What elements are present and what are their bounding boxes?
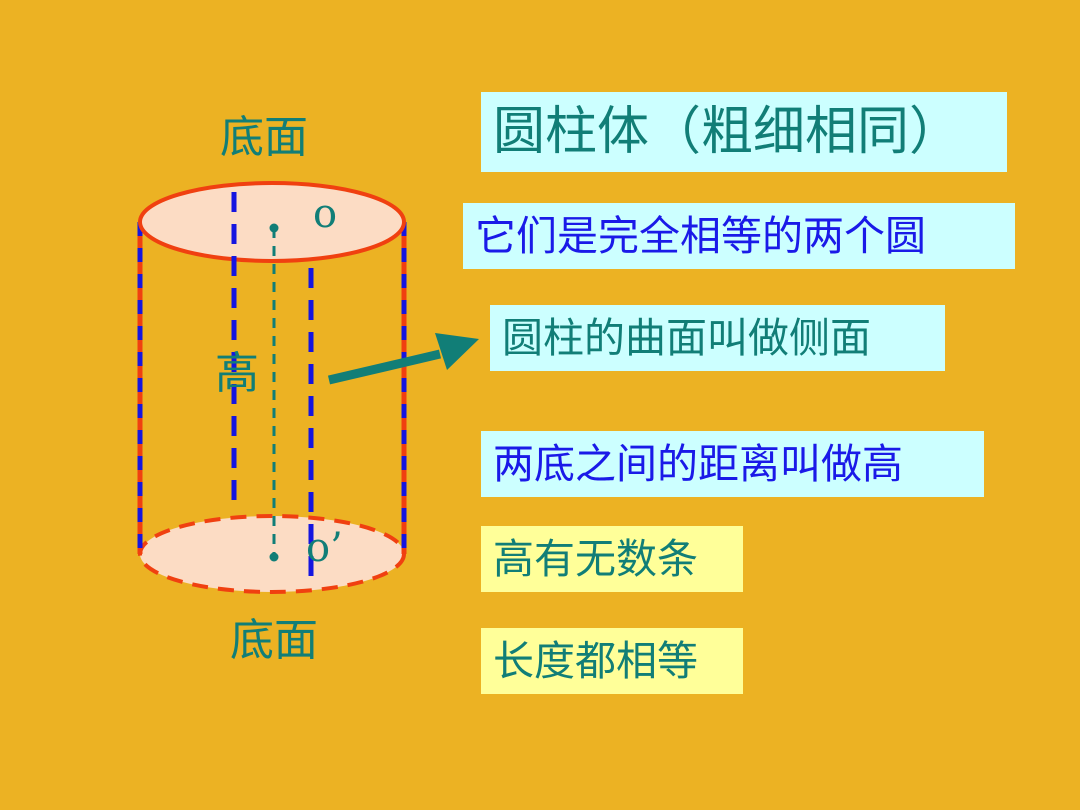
height-equal-box: 长度都相等 — [481, 628, 743, 694]
top-center-label: o — [313, 191, 338, 237]
top-center-point — [269, 223, 279, 233]
height-equal-text: 长度都相等 — [493, 636, 698, 685]
lateral-fact-box: 圆柱的曲面叫做侧面 — [490, 305, 945, 371]
height-label: 高 — [215, 348, 259, 399]
bottom-center-label: o’ — [306, 525, 343, 571]
arrow-shaft — [327, 349, 442, 385]
bottom-center-point — [269, 552, 279, 562]
lateral-fact-text: 圆柱的曲面叫做侧面 — [502, 313, 871, 362]
top-base-ellipse — [138, 181, 406, 263]
bottom-base-label: 底面 — [230, 615, 318, 666]
title-box: 圆柱体（粗细相同） — [481, 92, 1007, 172]
height-count-text: 高有无数条 — [493, 534, 698, 583]
top-base-label: 底面 — [220, 112, 308, 163]
height-count-box: 高有无数条 — [481, 526, 743, 592]
height-def-text: 两底之间的距离叫做高 — [493, 439, 903, 488]
bases-fact-box: 它们是完全相等的两个圆 — [463, 203, 1015, 269]
arrow-head — [435, 333, 479, 370]
title-text: 圆柱体（粗细相同） — [493, 102, 962, 162]
height-def-box: 两底之间的距离叫做高 — [481, 431, 984, 497]
bases-fact-text: 它们是完全相等的两个圆 — [475, 211, 926, 260]
